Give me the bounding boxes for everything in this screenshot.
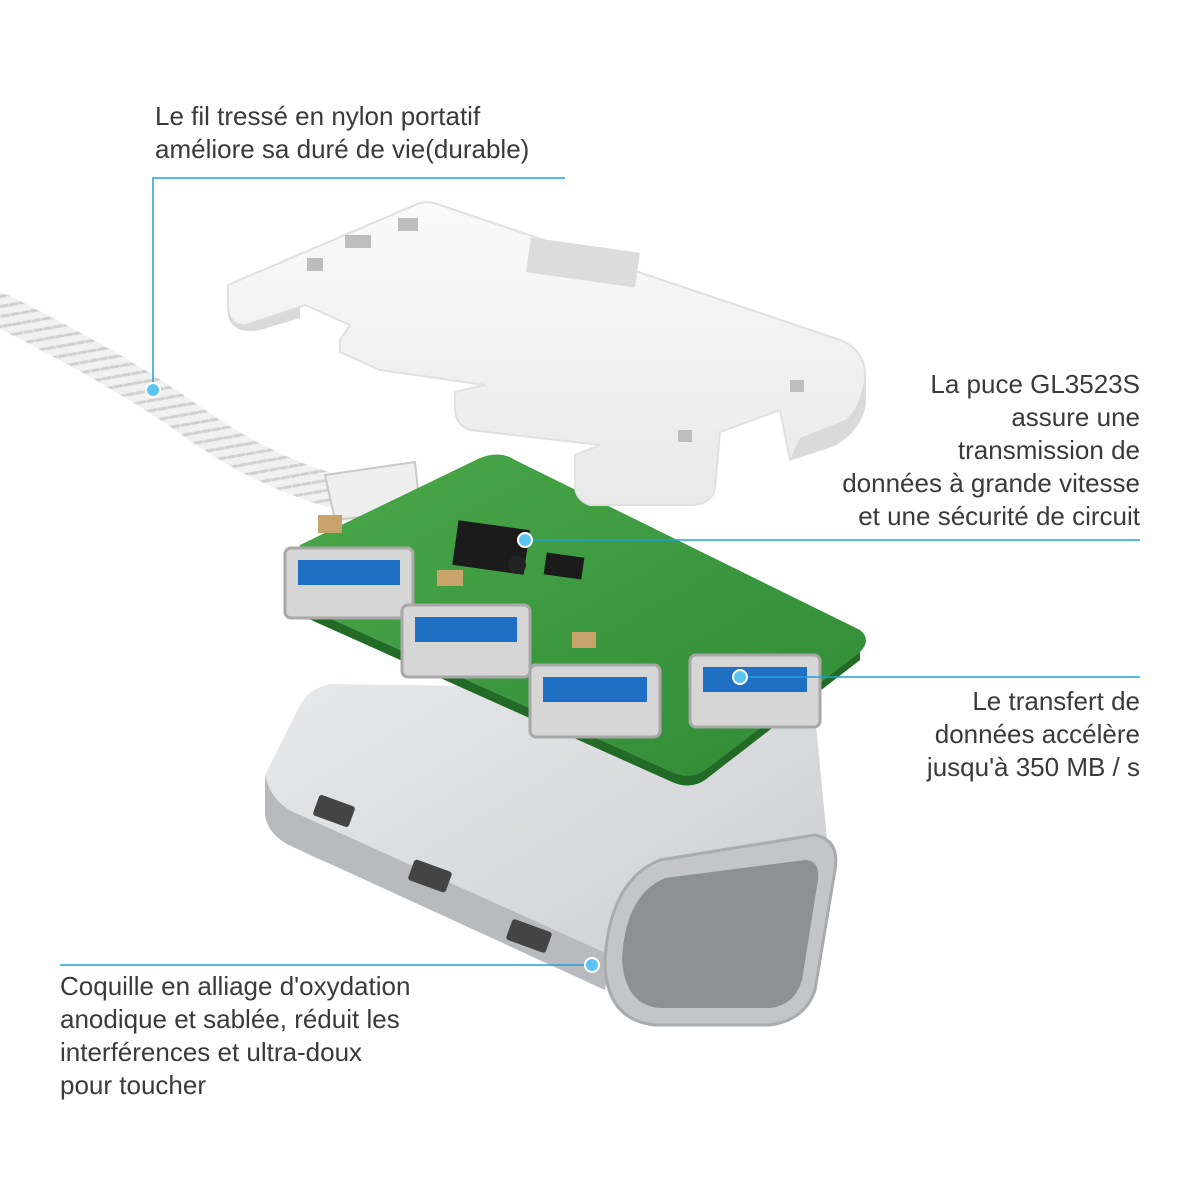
cover-slot-5 [678,430,692,442]
pcb-usb-port-1 [283,546,415,620]
annotation-chip-line-3: transmission de [957,435,1140,465]
callout-line-cable [152,177,565,390]
shell-usb-port-1 [313,795,355,827]
top-cover [227,201,866,506]
annotation-transfer-line-3: jusqu'à 350 MB / s [926,752,1140,782]
cover-slot-4 [790,380,804,392]
cover-slot-large [526,237,640,288]
callout-dot-cable [145,382,161,398]
pcb-component-3 [572,632,596,648]
callout-dot-shell [584,957,600,973]
pcb-small-chip [543,552,585,580]
annotation-transfer-line-2: données accélère [934,719,1140,749]
callout-dot-transfer [732,669,748,685]
annotation-shell-line-3: interférences et ultra-doux [60,1037,363,1067]
annotation-transfer-line-1: Le transfert de [972,686,1140,716]
shell-usb-port-2 [408,859,452,893]
annotation-cable-line-2: améliore sa duré de vie(durable) [155,134,530,164]
pcb-usb-port-2 [400,603,532,679]
annotation-chip-line-5: et une sécurité de circuit [858,501,1140,531]
callout-dot-chip [517,532,533,548]
pcb-usb-port-4 [688,653,822,729]
braided-cable [0,293,347,507]
pcb-component-1 [437,570,463,586]
shell-usb-port-3 [506,919,552,953]
cover-slot-2 [345,235,371,248]
annotation-shell-line-2: anodique et sablée, réduit les [60,1004,400,1034]
annotation-shell: Coquille en alliage d'oxydation anodique… [60,970,410,1102]
pcb-usb-port-3 [528,663,662,739]
cover-slot-1 [307,258,323,271]
pcb-capacitor [508,556,526,574]
annotation-chip-line-2: assure une [1011,402,1140,432]
pcb-component-2 [318,515,342,533]
annotation-chip-line-4: données à grande vitesse [842,468,1140,498]
annotation-transfer: Le transfert de données accélère jusqu'à… [927,685,1140,784]
annotation-chip-line-1: La puce GL3523S [930,369,1140,399]
annotation-cable: Le fil tressé en nylon portatif améliore… [155,100,529,166]
cover-slot-3 [398,218,418,231]
annotation-cable-line-1: Le fil tressé en nylon portatif [155,101,481,131]
annotation-shell-line-1: Coquille en alliage d'oxydation [60,971,411,1001]
annotation-chip: La puce GL3523S assure une transmission … [842,368,1140,533]
annotation-shell-line-4: pour toucher [60,1070,206,1100]
